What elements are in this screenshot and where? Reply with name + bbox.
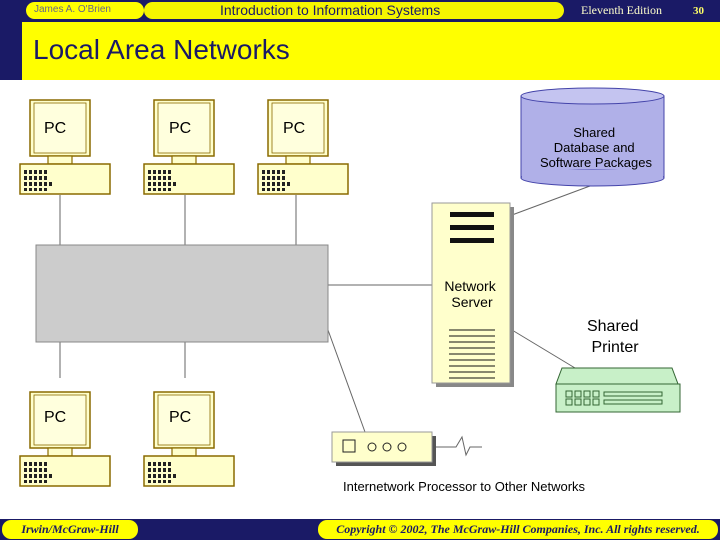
header-left-rail (0, 0, 22, 80)
database-label: Shared Database and Software Packages (540, 125, 653, 170)
author-pill (26, 2, 144, 19)
network-cables (59, 182, 599, 457)
page-number: 30 (693, 5, 704, 17)
shared-database-icon (520, 87, 665, 187)
network-server-icon (431, 202, 514, 387)
course-pill (144, 2, 564, 19)
publisher-label: Irwin/McGraw-Hill (2, 520, 138, 539)
pc-label: PC (44, 409, 66, 426)
slide-title: Local Area Networks (33, 34, 290, 65)
printer-label: Shared Printer (587, 318, 643, 356)
pc-icon (257, 99, 349, 195)
pc-icon (19, 99, 111, 195)
pc-icon (19, 391, 111, 487)
course-title: Introduction to Information Systems (220, 2, 441, 18)
pc-label: PC (44, 120, 66, 137)
pc-icon (143, 99, 235, 195)
pc-label: PC (283, 120, 305, 137)
internetwork-label: Internetwork Processor to Other Networks (343, 479, 586, 494)
copyright-notice: Copyright © 2002, The McGraw-Hill Compan… (318, 520, 718, 539)
edition-label: Eleventh Edition (581, 3, 662, 17)
pc-label: PC (169, 409, 191, 426)
author-name: James A. O'Brien (34, 4, 111, 15)
server-label: Network Server (444, 278, 499, 310)
lan-hub (35, 244, 329, 343)
pc-icon (143, 391, 235, 487)
shared-printer-icon (555, 367, 681, 413)
pc-label: PC (169, 120, 191, 137)
internetwork-processor-icon (331, 431, 436, 466)
